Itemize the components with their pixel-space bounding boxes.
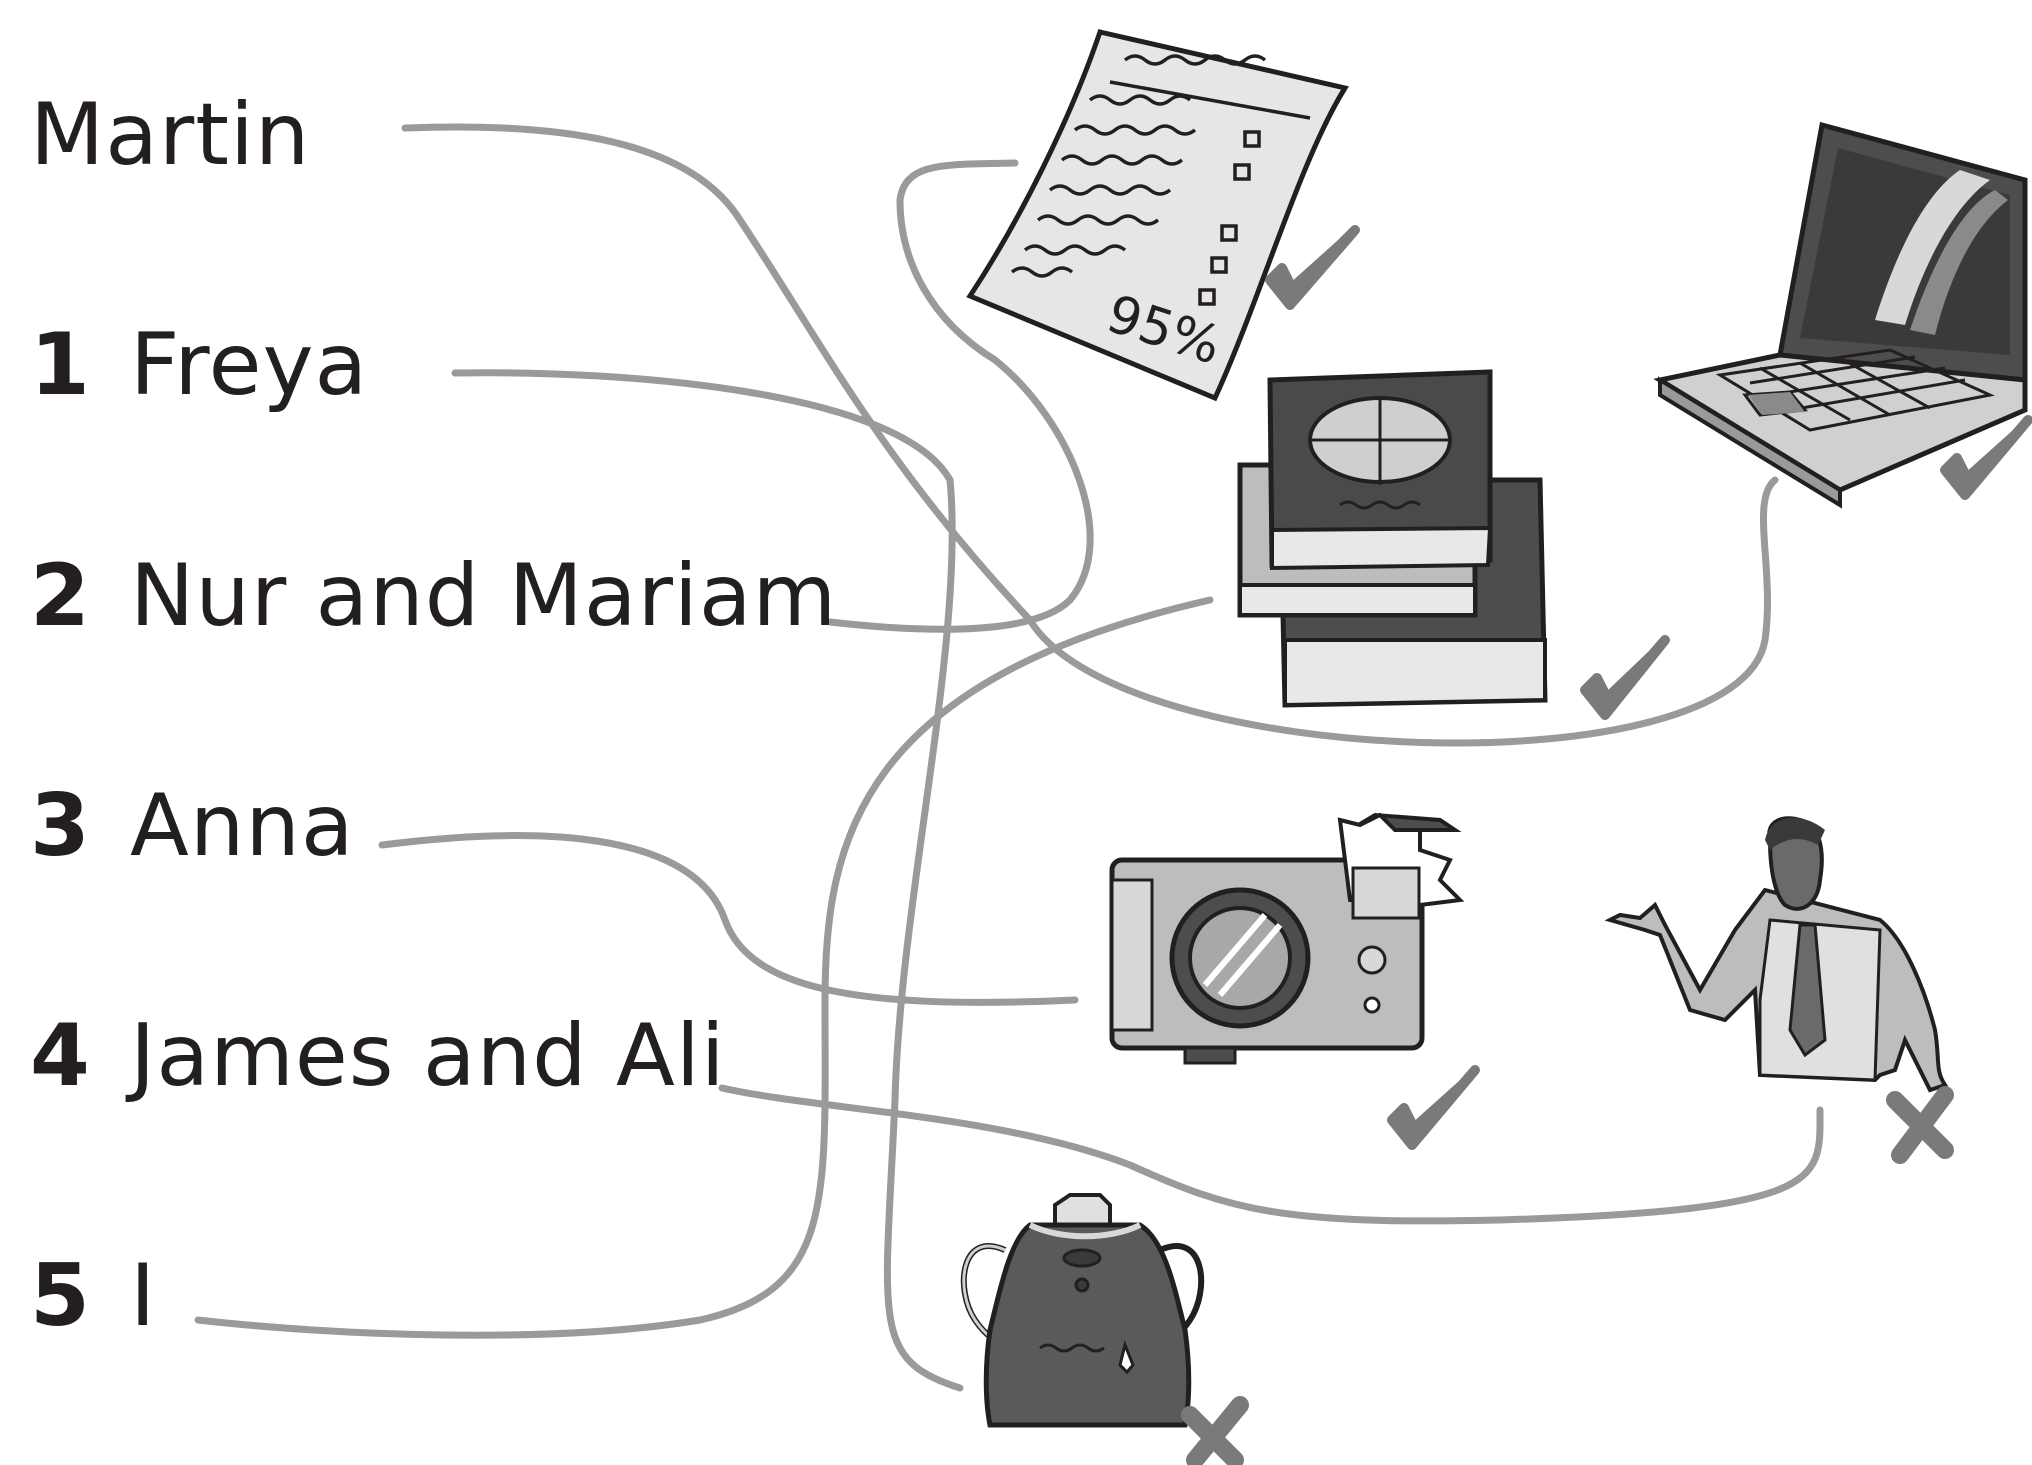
line-i-books xyxy=(194,596,1214,1339)
line-jamesali-teacher xyxy=(718,1084,1824,1225)
name-text: Anna xyxy=(130,776,355,876)
laptop-icon xyxy=(1653,121,2028,509)
name-text: I xyxy=(130,1246,157,1346)
line-nurmariam-testpaper xyxy=(826,159,1094,633)
name-text: Freya xyxy=(130,315,369,415)
item-number: 5 xyxy=(30,1246,91,1346)
item-number: 2 xyxy=(30,546,91,646)
line-anna-camera xyxy=(378,832,1079,1006)
test-paper-icon: 95% xyxy=(966,29,1349,402)
name-martin: Martin xyxy=(30,92,310,178)
check-mark-icon xyxy=(1940,415,2032,500)
item-number: 3 xyxy=(30,776,91,876)
name-text: James and Ali xyxy=(130,1006,726,1106)
name-text: Martin xyxy=(30,85,311,185)
camera-icon xyxy=(1109,812,1465,1065)
teacher-icon xyxy=(1604,816,1949,1093)
item-number: 1 xyxy=(30,315,91,415)
name-text: Nur and Mariam xyxy=(130,546,838,646)
check-mark-icon xyxy=(1265,225,1360,310)
cross-mark-icon xyxy=(1886,1086,1954,1164)
check-mark-icon xyxy=(1580,635,1670,720)
check-mark-icon xyxy=(1387,1065,1480,1150)
books-icon xyxy=(1237,369,1548,708)
cross-mark-icon xyxy=(1181,1396,1249,1465)
backpack-icon xyxy=(960,1193,1205,1428)
item-number: 4 xyxy=(30,1006,91,1106)
